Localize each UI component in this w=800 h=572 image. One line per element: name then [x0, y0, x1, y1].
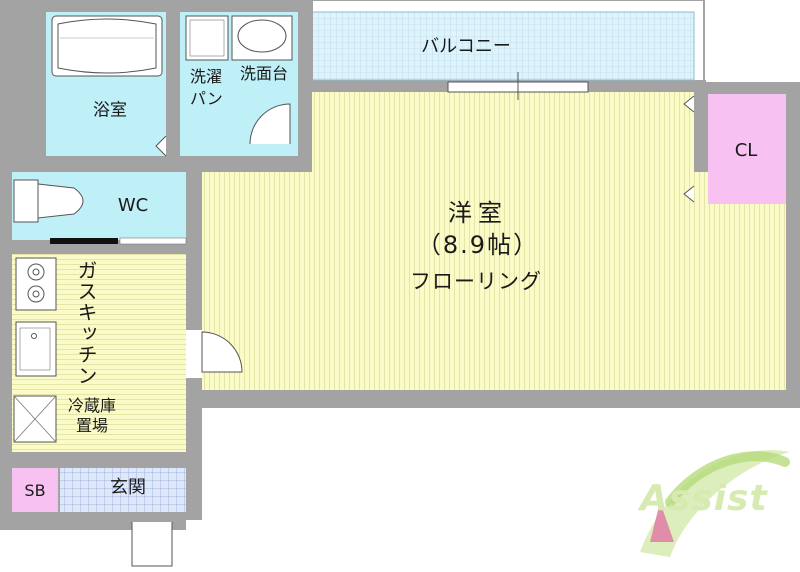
- flooring-label: フローリング: [410, 269, 542, 294]
- entrance-tile: [60, 468, 186, 512]
- fridge-space-label: 冷蔵庫 置場: [68, 396, 117, 435]
- western-room-size-label: （8.9帖）: [416, 231, 540, 259]
- wc-label: WC: [117, 195, 149, 216]
- washer-pan-label: 洗濯 パン: [190, 67, 223, 108]
- gas-stove: [15, 257, 57, 311]
- assist-logo: [640, 450, 790, 557]
- assist-logo-text: Assist: [640, 478, 768, 519]
- washstand: [231, 15, 293, 61]
- shoe-box-label: SB: [24, 481, 46, 500]
- entrance-label: 玄関: [110, 477, 146, 498]
- washer-pan: [185, 15, 229, 61]
- gas-kitchen-label: ガスキッチン: [74, 260, 98, 386]
- balcony-label: バルコニー: [421, 36, 511, 57]
- shoe-box-area: [12, 468, 58, 512]
- kitchen-sink: [15, 321, 57, 377]
- bathroom-label: 浴室: [93, 100, 127, 121]
- western-room-floor: [202, 172, 786, 390]
- closet-area: [708, 94, 786, 204]
- toilet-tank: [13, 179, 39, 223]
- closet-label: CL: [734, 140, 758, 161]
- balcony-area: [311, 11, 695, 81]
- washstand-label: 洗面台: [240, 64, 289, 83]
- western-room-label: 洋室: [448, 199, 508, 227]
